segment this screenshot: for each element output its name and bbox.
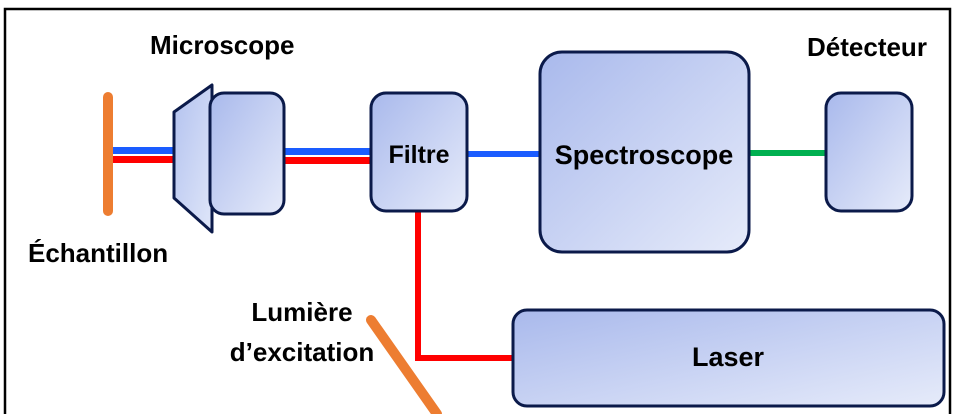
- diagram-frame: [3, 7, 952, 414]
- excitation-mirror: [366, 315, 442, 414]
- detector-box: [824, 91, 914, 213]
- green-beam-spectroscope-detector: [748, 150, 828, 156]
- spectroscope-box: [538, 50, 751, 254]
- spectroscope-label: Spectroscope: [555, 140, 734, 170]
- sample-bar: [103, 92, 113, 216]
- detector-label: Détecteur: [807, 32, 927, 62]
- laser-box: [511, 308, 946, 408]
- red-beam-microscope-filter: [282, 157, 374, 164]
- filter-label: Filtre: [388, 141, 449, 169]
- red-beam-sample-microscope: [112, 156, 178, 163]
- laser-label: Laser: [692, 342, 765, 372]
- blue-beam-microscope-filter: [282, 148, 374, 155]
- excitation-light-label-line2: d’excitation: [230, 337, 374, 367]
- red-beam-horizontal: [415, 355, 515, 361]
- blue-beam-filter-spectroscope: [466, 151, 542, 157]
- blue-beam-sample-microscope: [112, 147, 178, 154]
- microscope-body: [208, 91, 286, 216]
- red-beam-vertical: [415, 210, 421, 361]
- microscope-label: Microscope: [150, 30, 295, 60]
- filter-box: [369, 91, 469, 213]
- microscope-objective-cone: [172, 83, 214, 234]
- excitation-light-label-line1: Lumière: [251, 297, 352, 327]
- sample-label: Échantillon: [28, 238, 168, 268]
